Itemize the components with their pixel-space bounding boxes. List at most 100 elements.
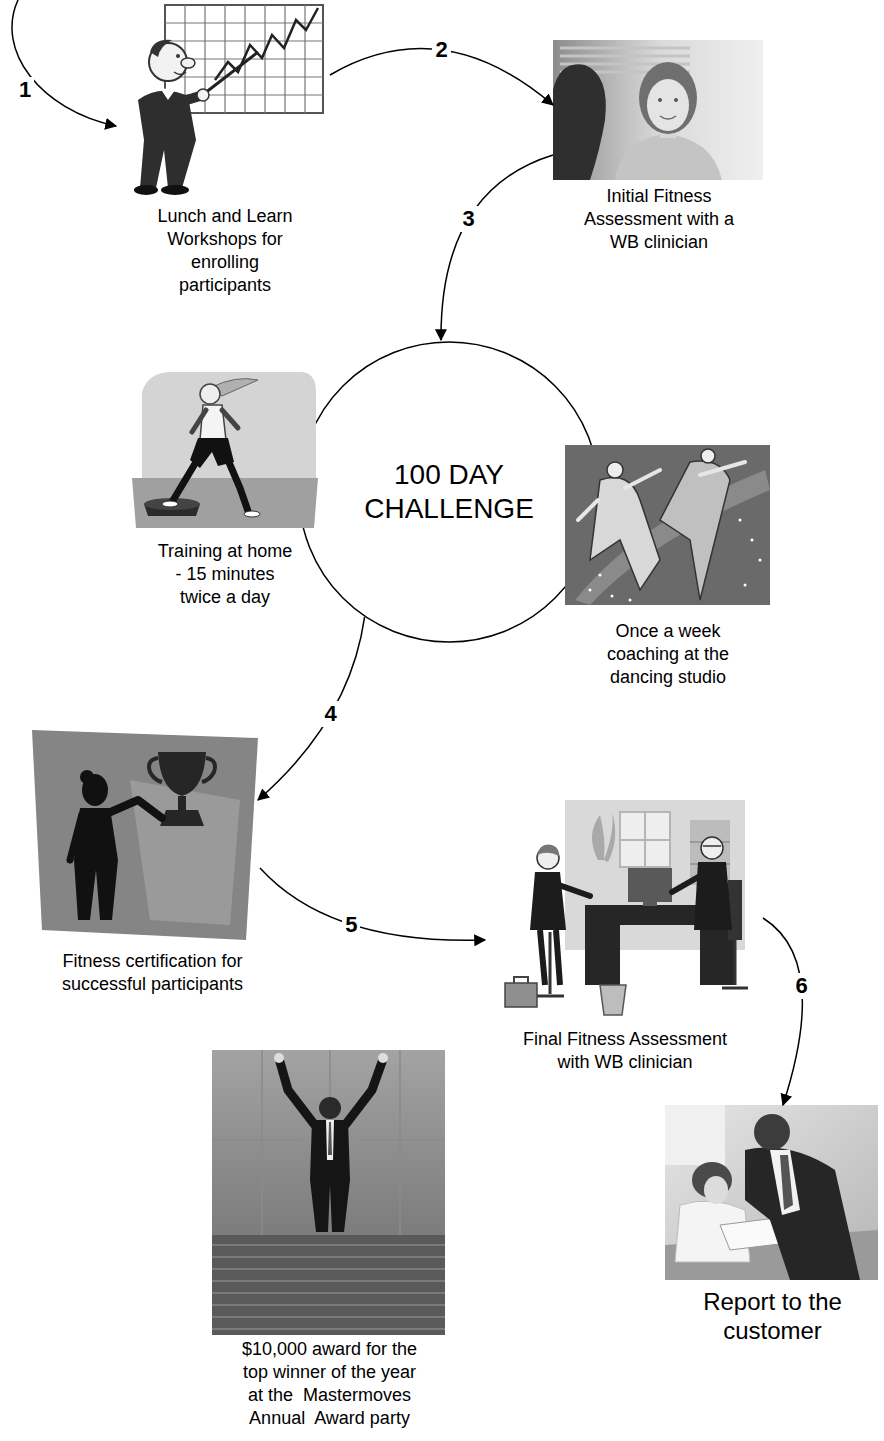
dance-clipart (751, 539, 754, 542)
dance-clipart (759, 559, 762, 562)
flow-arrow (763, 918, 802, 1105)
award-photo (326, 1120, 334, 1160)
step-node: Lunch and Learn Workshops for enrolling … (120, 0, 330, 297)
circle-outline (299, 342, 599, 642)
award-photo (328, 1122, 332, 1155)
step-node: Training at home - 15 minutes twice a da… (130, 368, 320, 609)
consultation-photo (553, 40, 763, 180)
office-clipart (628, 868, 672, 902)
callout-number: 2 (432, 37, 450, 63)
step-node: Fitness certification for successful par… (30, 728, 275, 996)
office-clipart (643, 902, 657, 906)
presenter-clipart (138, 91, 196, 188)
entry-arrow (12, 0, 116, 126)
award-photo (319, 1097, 341, 1119)
dance-clipart (599, 574, 602, 577)
node-caption: Lunch and Learn Workshops for enrolling … (149, 205, 301, 297)
trophy-clipart (70, 814, 82, 860)
home-training-clipart (172, 460, 248, 511)
presenter-clipart (205, 52, 258, 93)
presenter-clipart (165, 5, 323, 113)
node-caption: Initial Fitness Assessment with a WB cli… (579, 185, 739, 254)
flow-arrow (260, 868, 485, 940)
dance-clipart (660, 461, 730, 600)
step-node: Initial Fitness Assessment with a WB cli… (553, 40, 765, 254)
dance-clipart (739, 519, 742, 522)
award-photo (212, 1050, 445, 1236)
report-photo (745, 1148, 860, 1281)
callout-number: 3 (459, 206, 477, 232)
callout-number: 4 (322, 701, 340, 727)
office-clipart (592, 812, 615, 862)
office-clipart (556, 884, 590, 896)
home-training-clipart (132, 478, 318, 528)
office-clipart (694, 862, 732, 930)
presenter-clipart (181, 58, 195, 68)
callout-number-holder: 1 (16, 77, 34, 103)
trophy-clipart (158, 752, 206, 796)
presenter-clipart (215, 8, 318, 80)
consultation-photo (553, 40, 763, 180)
award-photo (212, 1050, 445, 1236)
home-training-clipart (200, 384, 220, 404)
office-clipart (722, 940, 748, 988)
dance-clipart (607, 462, 623, 478)
node-caption: Training at home - 15 minutes twice a da… (155, 540, 295, 609)
office-clipart (672, 876, 700, 892)
consultation-photo (674, 98, 678, 102)
office-clipart (600, 985, 626, 1015)
award-photo (310, 1120, 350, 1232)
callout-number-holder: 6 (792, 973, 810, 999)
consultation-photo (615, 134, 722, 180)
step-node: $10,000 award for the top winner of the … (212, 1050, 447, 1430)
dance-clipart (629, 599, 632, 602)
report-photo (665, 1105, 878, 1280)
office-clipart (701, 837, 723, 859)
presenter-clipart (197, 89, 209, 101)
callout-number-holder: 5 (342, 912, 360, 938)
trophy-clipart (106, 800, 162, 818)
dance-clipart (590, 478, 660, 591)
trophy-clipart (178, 796, 186, 810)
node-caption: Once a week coaching at the dancing stud… (593, 620, 743, 689)
office-clipart (505, 800, 748, 1015)
award-photo (378, 1053, 388, 1063)
circle-outline (297, 340, 601, 644)
presenter-clipart (176, 54, 180, 58)
home-training-clipart (132, 372, 318, 528)
trophy-clipart (160, 810, 204, 826)
node-caption: Fitness certification for successful par… (35, 950, 270, 996)
presenter-clipart (165, 5, 323, 113)
callout-number: 1 (16, 77, 34, 103)
office-clipart (514, 977, 528, 983)
dance-clipart (589, 589, 592, 592)
consultation-photo (639, 62, 697, 134)
home-training-clipart (162, 501, 178, 507)
trophy-clipart (80, 770, 94, 784)
office-clipart (540, 930, 560, 985)
callout-number: 6 (792, 973, 810, 999)
report-photo (665, 1105, 725, 1165)
flow-arrow (441, 155, 553, 340)
award-photo (274, 1053, 284, 1063)
award-photo (212, 1050, 445, 1335)
presenter-clipart (161, 185, 189, 195)
presenter-clipart (134, 185, 158, 195)
award-photo (280, 1062, 382, 1124)
presenter-clipart (134, 5, 323, 195)
dance-clipart (565, 445, 770, 605)
step-node: Report to the customer (665, 1105, 880, 1345)
dance-clipart (578, 462, 745, 520)
office-clipart (505, 983, 537, 1007)
callout-number-holder: 2 (432, 37, 450, 63)
step-node: Once a week coaching at the dancing stud… (563, 445, 773, 689)
consultation-photo (660, 116, 676, 119)
step-node: Final Fitness Assessment with WB clinici… (485, 800, 765, 1074)
circle-title: 100 DAY CHALLENGE (349, 458, 549, 526)
report-photo (770, 1150, 800, 1215)
consultation-photo (647, 79, 689, 131)
node-caption: Final Fitness Assessment with WB clinici… (516, 1028, 734, 1074)
consultation-photo (658, 98, 662, 102)
dance-clipart (565, 445, 770, 605)
